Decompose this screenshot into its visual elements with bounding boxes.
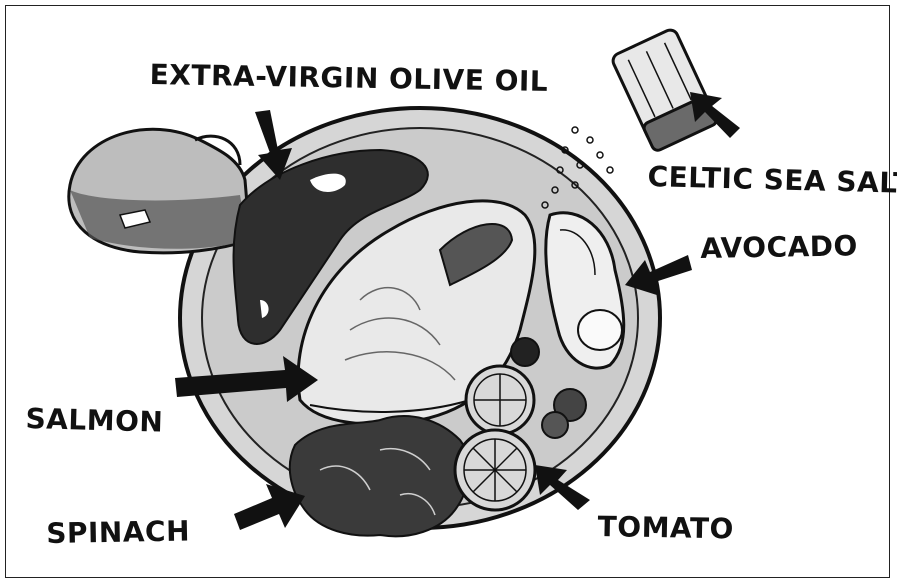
- olive-oil-bottle: [69, 129, 250, 253]
- label-tomato: TOMATO: [597, 510, 734, 545]
- label-avocado: AVOCADO: [700, 229, 858, 265]
- label-spinach: SPINACH: [46, 514, 190, 550]
- salt-shaker: [611, 27, 719, 152]
- spinach-leaves: [290, 416, 469, 536]
- label-salmon: SALMON: [25, 402, 164, 439]
- label-sea-salt: CELTIC SEA SALT: [647, 160, 897, 200]
- label-olive-oil: EXTRA-VIRGIN OLIVE OIL: [149, 58, 548, 98]
